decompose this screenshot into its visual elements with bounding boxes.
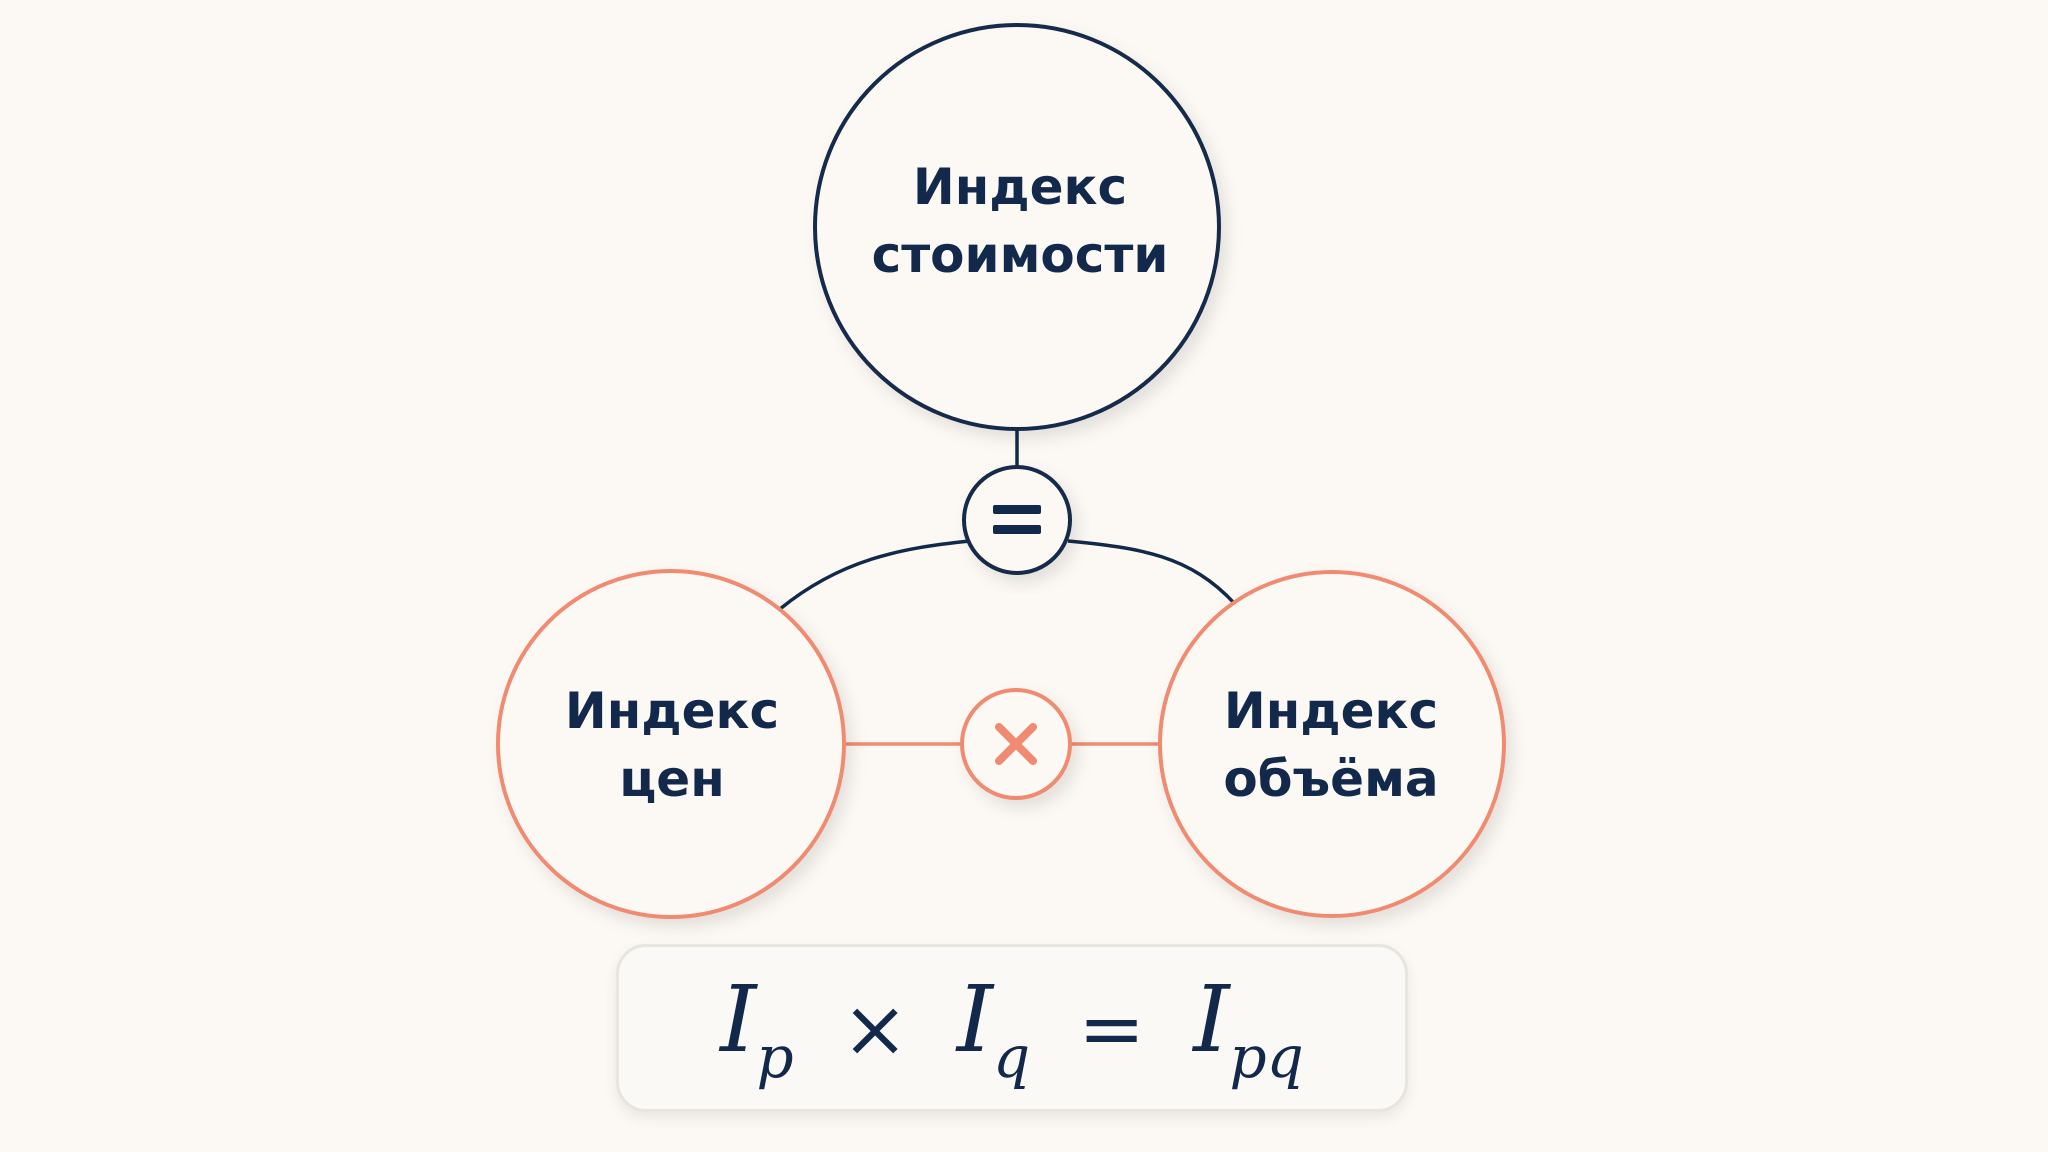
node-label-line: Индекс [912,158,1128,216]
node-label-line: стоимости [871,226,1169,284]
formula-subscript: p [756,1022,794,1091]
formula-subscript: q [993,1022,1031,1091]
formula-term-volume: Iq [957,966,1030,1091]
node-circle-price-index [496,569,846,919]
connector-equals-right [1067,539,1237,606]
formula-variable: I [720,965,757,1073]
node-circle-volume-index [1158,570,1506,918]
node-label-line: Индекс [1223,682,1439,740]
node-label-line: цен [619,750,725,808]
node-label-line: Индекс [564,682,780,740]
node-circle-value-index [813,23,1221,431]
formula-equals-sign: = [1078,981,1146,1075]
formula-subscript: pq [1229,1022,1304,1091]
formula-variable: I [956,965,994,1073]
node-label-price-index: Индекс цен [565,677,779,813]
formula-term-value: Ipq [1193,966,1304,1091]
node-label-value-index: Индекс стоимости [872,153,1169,289]
multiply-icon [960,688,1072,800]
formula-term-price: Ip [720,966,793,1091]
formula-box: Ip × Iq = Ipq [616,944,1408,1112]
formula-times-sign: × [841,981,909,1075]
formula-variable: I [1193,965,1230,1073]
node-label-volume-index: Индекс объёма [1223,677,1438,813]
equals-icon [962,465,1072,575]
node-label-line: объёма [1223,750,1439,808]
connector-equals-left [778,539,971,611]
